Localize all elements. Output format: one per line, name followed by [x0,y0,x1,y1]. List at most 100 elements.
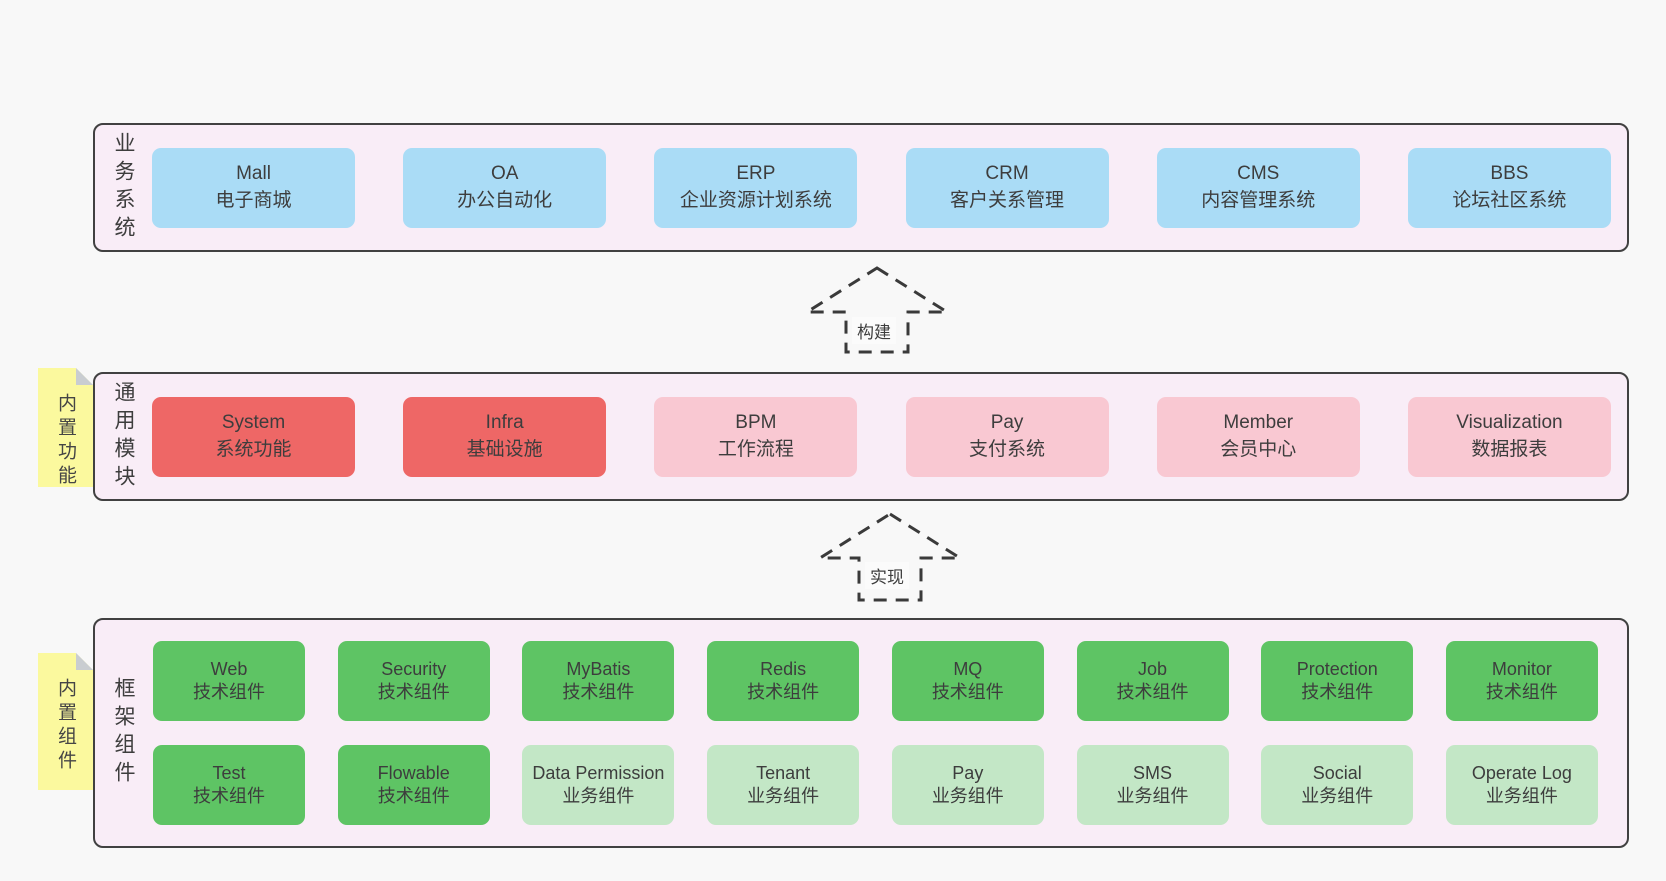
box-cms: CMS 内容管理系统 [1156,147,1360,228]
box-system: System 系统功能 [152,396,355,477]
box-title: Security [381,658,447,679]
box-subtitle: 会员中心 [1220,438,1297,460]
box-title: Member [1223,412,1294,434]
box-web: Web 技术组件 [153,641,305,721]
sticky-note-built-in-components: 内置组件 [38,653,93,790]
box-pay-system: Pay 支付系统 [905,396,1109,477]
box-subtitle: 系统功能 [215,438,292,460]
box-title: Job [1138,658,1168,679]
layer-common-modules: 通用模块 System 系统功能 Infra 基础设施 BPM 工作流程 Pay… [93,372,1629,501]
box-redis: Redis 技术组件 [707,641,860,721]
business-systems-row: Mall 电子商城 OA 办公自动化 ERP 企业资源计划系统 CRM 客户关系… [95,125,1627,250]
box-subtitle: 技术组件 [747,682,820,702]
box-erp: ERP 企业资源计划系统 [654,147,858,228]
box-title: Test [212,762,246,783]
box-subtitle: 技术组件 [1116,682,1189,702]
box-title: BBS [1490,163,1529,185]
box-title: Infra [485,412,524,434]
box-title: Protection [1296,658,1378,679]
box-subtitle: 业务组件 [1485,786,1558,806]
box-title: Pay [952,762,984,783]
box-subtitle: 技术组件 [931,682,1004,702]
sticky-note-text: 内置组件 [55,678,76,774]
layer-label-common-modules: 通用模块 [112,380,135,493]
box-subtitle: 企业资源计划系统 [679,189,832,211]
box-tenant: Tenant 业务组件 [707,745,860,825]
box-pay-component: Pay 业务组件 [891,745,1044,825]
box-subtitle: 内容管理系统 [1201,189,1316,211]
box-subtitle: 技术组件 [193,786,265,806]
box-subtitle: 技术组件 [377,682,450,702]
box-subtitle: 技术组件 [1485,682,1558,702]
framework-components-rows: Web 技术组件 Security 技术组件 MyBatis 技术组件 Redi… [95,620,1627,846]
common-modules-row: System 系统功能 Infra 基础设施 BPM 工作流程 Pay 支付系统… [95,374,1627,499]
box-bbs: BBS 论坛社区系统 [1407,147,1611,228]
build-arrow-label: 构建 [852,317,896,344]
box-visualization: Visualization 数据报表 [1407,396,1611,477]
layer-framework-components: 框架组件 Web 技术组件 Security 技术组件 MyBatis 技术组件… [93,618,1629,848]
sticky-note-text: 内置功能 [55,393,76,489]
box-security: Security 技术组件 [337,641,490,721]
box-sms: SMS 业务组件 [1076,745,1229,825]
box-crm: CRM 客户关系管理 [905,147,1109,228]
box-title: MQ [953,658,983,679]
box-protection: Protection 技术组件 [1261,641,1414,721]
box-subtitle: 技术组件 [562,682,635,702]
box-title: Web [210,658,248,679]
folded-corner-icon [76,653,93,670]
box-subtitle: 支付系统 [969,438,1046,460]
box-operate-log: Operate Log 业务组件 [1445,745,1598,825]
box-title: Data Permission [532,762,665,783]
box-subtitle: 业务组件 [747,786,820,806]
box-title: Redis [760,658,807,679]
box-infra: Infra 基础设施 [403,396,607,477]
box-subtitle: 业务组件 [931,786,1004,806]
box-subtitle: 业务组件 [562,786,635,806]
box-subtitle: 基础设施 [466,438,543,460]
box-subtitle: 技术组件 [193,682,265,702]
box-job: Job 技术组件 [1076,641,1229,721]
layer-business-systems: 业务系统 Mall 电子商城 OA 办公自动化 ERP 企业资源计划系统 CRM… [93,123,1629,252]
box-mybatis: MyBatis 技术组件 [522,641,675,721]
framework-row-2: Test 技术组件 Flowable 技术组件 Data Permission … [95,745,1627,825]
sticky-note-built-in-features: 内置功能 [38,368,93,487]
box-mall: Mall 电子商城 [152,147,355,228]
box-title: Pay [990,412,1024,434]
box-subtitle: 办公自动化 [457,189,553,211]
box-title: SMS [1133,762,1173,783]
implement-arrow-label: 实现 [865,562,909,589]
box-title: Mall [236,163,271,185]
box-member: Member 会员中心 [1156,396,1360,477]
box-title: BPM [735,412,777,434]
box-flowable: Flowable 技术组件 [337,745,490,825]
box-subtitle: 技术组件 [1301,682,1374,702]
box-subtitle: 业务组件 [1116,786,1189,806]
box-subtitle: 电子商城 [215,189,292,211]
box-title: Social [1312,762,1362,783]
box-title: Operate Log [1471,762,1572,783]
box-data-permission: Data Permission 业务组件 [522,745,675,825]
box-title: CMS [1237,163,1280,185]
folded-corner-icon [76,368,93,385]
layer-label-business-systems: 业务系统 [112,131,135,244]
box-subtitle: 数据报表 [1471,438,1548,460]
framework-row-1: Web 技术组件 Security 技术组件 MyBatis 技术组件 Redi… [95,641,1627,721]
box-subtitle: 论坛社区系统 [1452,189,1567,211]
box-subtitle: 业务组件 [1301,786,1374,806]
box-monitor: Monitor 技术组件 [1445,641,1598,721]
box-mq: MQ 技术组件 [891,641,1044,721]
box-subtitle: 技术组件 [377,786,450,806]
box-title: MyBatis [566,658,631,679]
box-title: Monitor [1491,658,1552,679]
box-title: Visualization [1456,412,1563,434]
layer-label-framework-components: 框架组件 [112,677,135,789]
box-title: OA [490,163,519,185]
box-title: ERP [736,163,776,185]
box-subtitle: 客户关系管理 [950,189,1065,211]
box-test: Test 技术组件 [153,745,305,825]
box-subtitle: 工作流程 [717,438,794,460]
box-social: Social 业务组件 [1261,745,1414,825]
box-title: Flowable [377,762,450,783]
box-title: Tenant [756,762,811,783]
box-bpm: BPM 工作流程 [654,396,858,477]
